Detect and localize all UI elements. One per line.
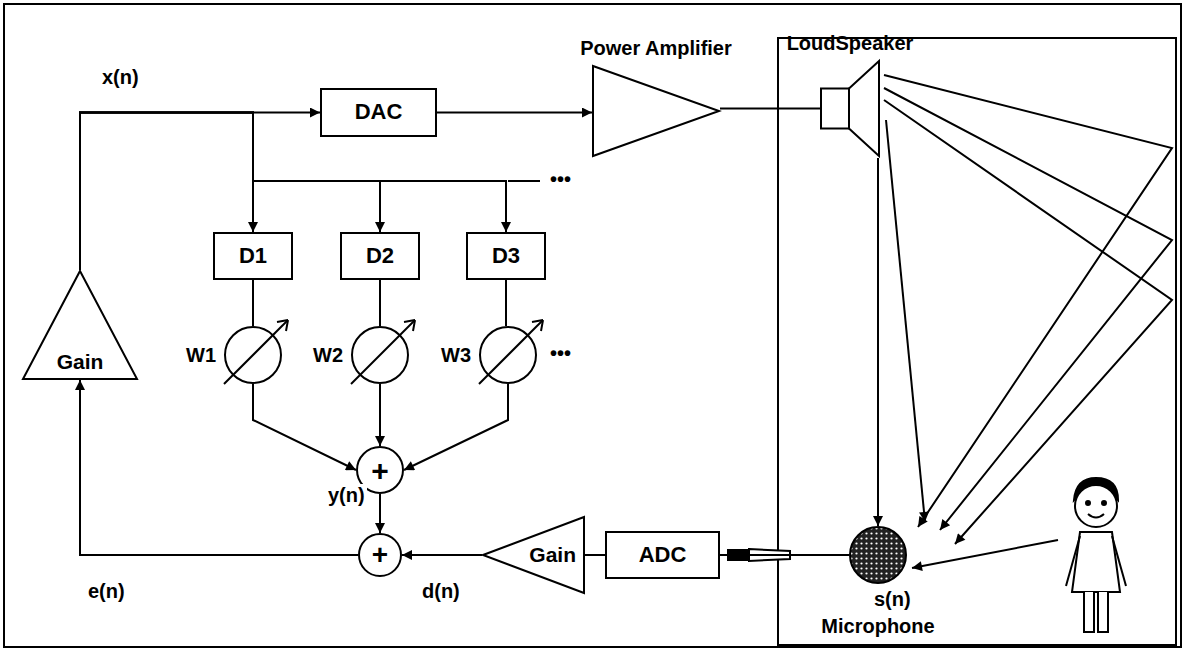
microphone-symbol-outline — [849, 526, 907, 584]
continuation-dots: ••• — [548, 342, 573, 364]
amplifier-triangle: Power Amplifier — [592, 65, 720, 157]
node-text: D2 — [366, 244, 394, 268]
amplifier-triangle-outline — [592, 65, 720, 157]
node-text: DAC — [355, 100, 403, 124]
loudspeaker-symbol: LoudSpeaker — [820, 60, 880, 157]
loudspeaker-symbol-outline — [820, 60, 880, 157]
gain-triangle: Gain — [22, 270, 138, 380]
node-text: + — [371, 454, 389, 487]
node-label: LoudSpeaker — [787, 32, 914, 54]
signal-wire — [379, 494, 381, 533]
weight-circle-outline — [224, 326, 282, 384]
signal-wire — [379, 384, 381, 446]
node-label: W1 — [186, 344, 216, 366]
sum-circle: + — [358, 533, 402, 577]
signal-wire — [877, 158, 879, 526]
weight-circle: W3 — [479, 326, 537, 384]
node-text: + — [372, 540, 388, 571]
signal-wire — [80, 380, 358, 555]
signal-wire — [585, 554, 605, 556]
signal-wire — [720, 554, 849, 556]
node-text: ADC — [639, 543, 687, 567]
converter-box: DAC — [320, 88, 437, 137]
signal-wire — [80, 113, 506, 271]
signal-name: y(n) — [326, 484, 367, 506]
signal-wire — [404, 384, 508, 470]
delay-box: D2 — [340, 232, 420, 280]
converter-box: ADC — [605, 531, 720, 579]
signal-name: d(n) — [420, 580, 462, 602]
weight-circle: W2 — [351, 326, 409, 384]
signal-name: e(n) — [86, 580, 127, 602]
node-text: Gain — [57, 350, 104, 373]
node-label: Microphone — [821, 615, 934, 637]
signal-wire — [253, 384, 356, 470]
signal-wire — [505, 280, 507, 326]
continuation-dots: ••• — [548, 168, 573, 190]
node-label: W3 — [441, 344, 471, 366]
signal-wire — [252, 280, 254, 326]
signal-name: s(n) — [872, 588, 913, 610]
signal-wire — [379, 280, 381, 326]
delay-line-stub — [508, 180, 540, 182]
echo-rays — [884, 75, 1172, 544]
weight-circle: W1 — [224, 326, 282, 384]
node-label: Power Amplifier — [580, 37, 732, 59]
node-label: W2 — [313, 344, 343, 366]
delay-box: D3 — [466, 232, 546, 280]
weight-circle-outline — [479, 326, 537, 384]
room-box — [778, 38, 1176, 645]
person-figure — [1066, 478, 1126, 632]
node-text: D1 — [239, 244, 267, 268]
microphone-symbol: Microphone — [849, 526, 907, 584]
signal-wire — [402, 554, 482, 556]
outer-frame — [4, 4, 1181, 647]
signal-name: x(n) — [100, 66, 141, 88]
node-text: D3 — [492, 244, 520, 268]
speech-arrow — [912, 540, 1058, 568]
signal-wire — [437, 112, 592, 114]
node-text: Gain — [529, 543, 576, 566]
weight-circle-outline — [351, 326, 409, 384]
delay-box: D1 — [213, 232, 293, 280]
signal-wire — [720, 108, 820, 110]
gain-triangle: Gain — [482, 516, 585, 594]
